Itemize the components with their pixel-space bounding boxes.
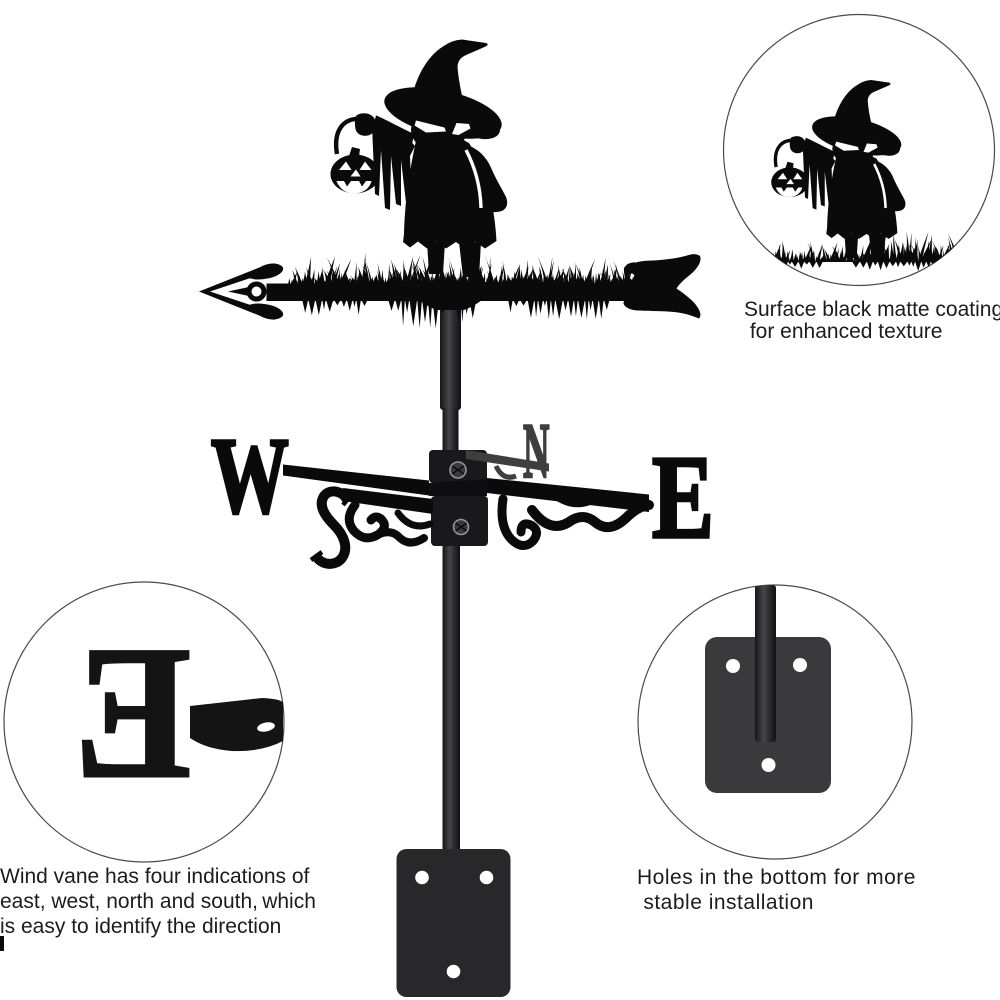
svg-text:W: W bbox=[211, 417, 289, 536]
svg-text:N: N bbox=[523, 409, 549, 495]
svg-text:E: E bbox=[652, 432, 714, 564]
svg-text:E: E bbox=[74, 607, 191, 817]
